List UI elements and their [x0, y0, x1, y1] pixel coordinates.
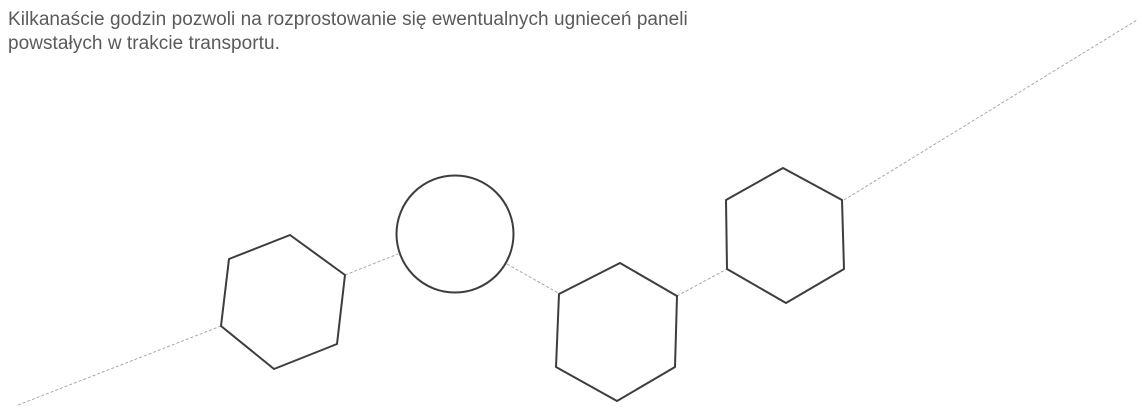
connector-segment-end: [843, 19, 1138, 201]
caption-line-1: Kilkanaście godzin pozwoli na rozprostow…: [8, 9, 688, 30]
circle-shape: [395, 174, 515, 294]
hexagon-shape-3: [725, 167, 845, 304]
hexagon-shape-2: [555, 262, 678, 402]
hexagon-shape-1: [220, 234, 346, 370]
connector-segment-hexagon-hexagon: [676, 268, 728, 297]
caption-text: Kilkanaście godzin pozwoli na rozprostow…: [8, 8, 868, 56]
dashed-connector-line: [17, 19, 1138, 406]
caption-line-2: powstałych w trakcie transportu.: [8, 33, 280, 54]
connector-segment-hexagon-circle: [344, 253, 399, 276]
connector-segment-start: [17, 325, 222, 406]
connector-segment-circle-hexagon: [506, 263, 561, 295]
